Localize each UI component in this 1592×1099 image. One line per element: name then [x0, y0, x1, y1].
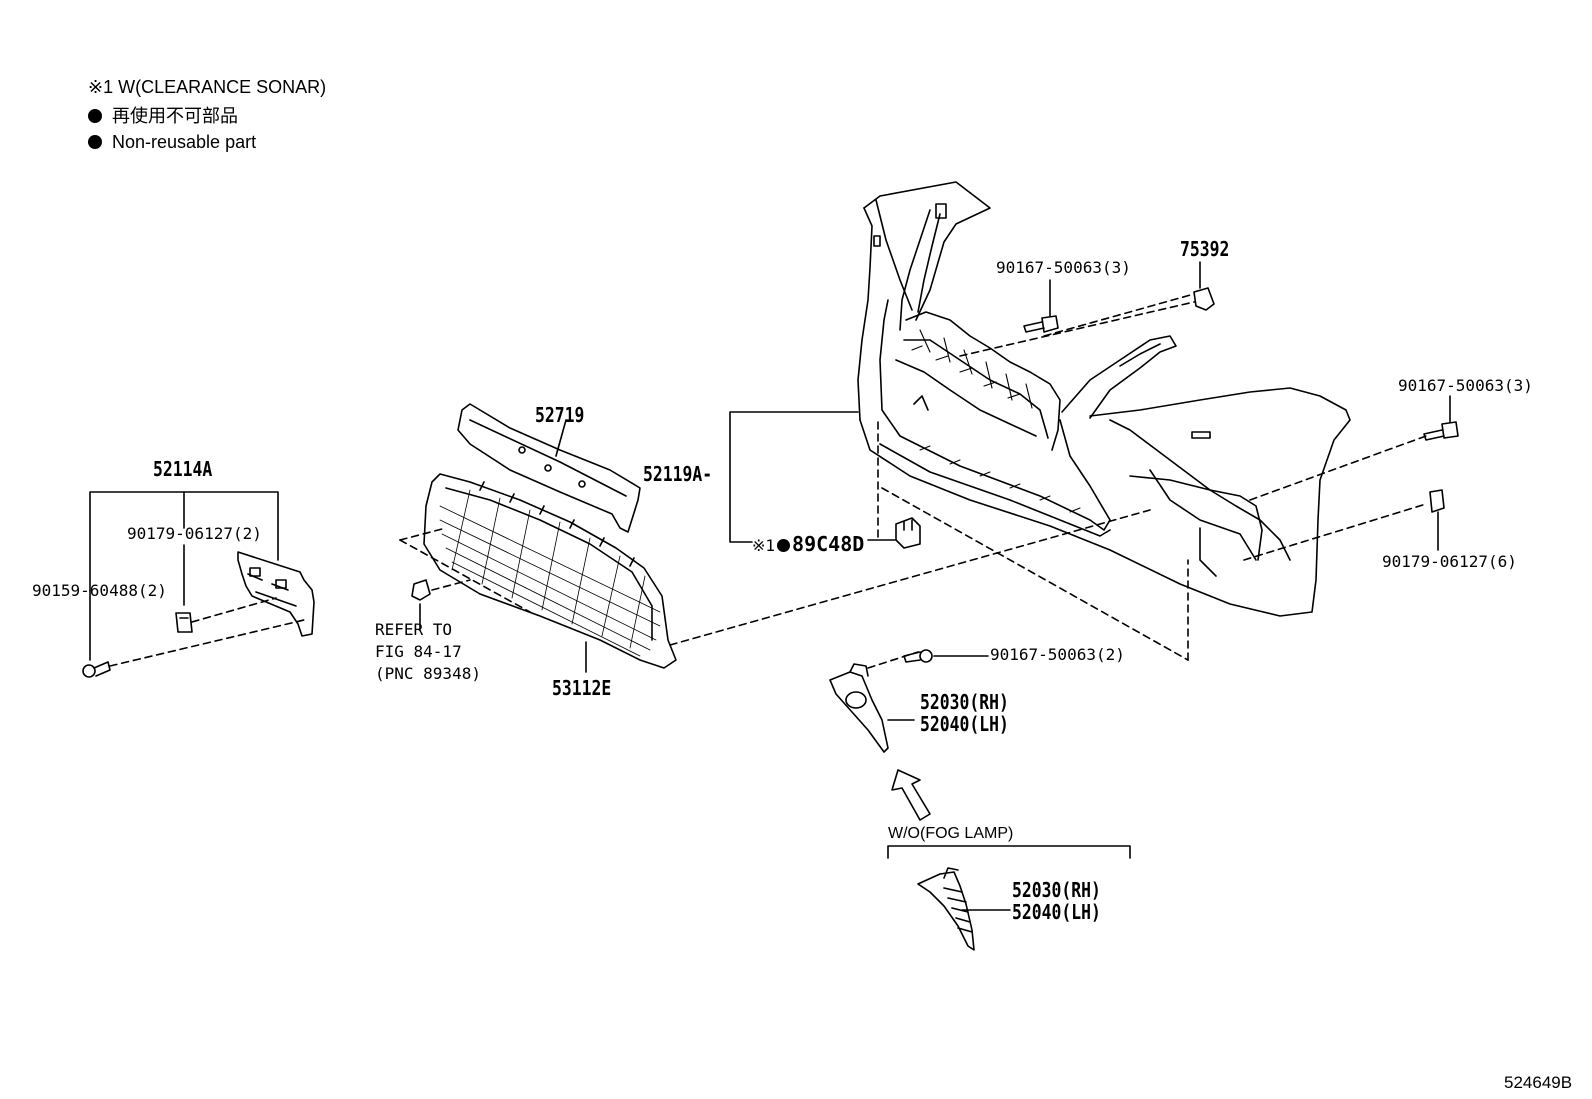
note-ref-1: ※1	[752, 536, 776, 555]
license-bracket-dashes	[109, 597, 305, 667]
grille-dashes	[399, 509, 1151, 646]
bolt-90159	[82, 661, 111, 678]
part-label-53112E[interactable]: 53112E	[552, 676, 612, 700]
part-label-52040-lh-fog[interactable]: 52040(LH)	[920, 712, 1009, 736]
upper-grille-molding	[457, 403, 641, 533]
screw-90167-right	[1423, 395, 1459, 441]
filled-dot-icon	[777, 539, 791, 552]
refer-note-line2: FIG 84-17	[375, 642, 462, 661]
part-label-52719[interactable]: 52719	[535, 403, 585, 427]
refer-note-line1: REFER TO	[375, 620, 453, 639]
part-label-89C48D-group[interactable]: ※1 89C48D	[752, 534, 864, 554]
part-label-52030-rh-fog[interactable]: 52030(RH)	[920, 690, 1009, 714]
part-label-52114A[interactable]: 52114A	[153, 457, 213, 481]
clip-90179-left	[175, 612, 193, 633]
license-plate-bracket	[237, 551, 315, 637]
legend-non-reusable-en: Non-reusable part	[88, 133, 256, 151]
part-label-52040-lh-wo-fog[interactable]: 52040(LH)	[1012, 900, 1101, 924]
clip-90179-right	[1429, 489, 1445, 551]
part-label-90167-50063-3-right[interactable]: 90167-50063(3)	[1398, 376, 1533, 395]
part-label-75392[interactable]: 75392	[1180, 237, 1230, 261]
part-label-89C48D: 89C48D	[792, 532, 865, 556]
wo-fog-bracket	[887, 845, 1131, 859]
screw-90167-bottom	[903, 649, 989, 663]
grille-clip-89348	[411, 579, 431, 631]
clip-75392	[1193, 261, 1215, 311]
wo-fog-lamp-label: W/O(FOG LAMP)	[888, 825, 1014, 842]
bumper-dashes	[867, 293, 1427, 669]
part-label-90167-50063-2[interactable]: 90167-50063(2)	[990, 645, 1125, 664]
part-label-52119A[interactable]: 52119A-	[643, 462, 713, 486]
refer-note-line3: (PNC 89348)	[375, 664, 481, 683]
legend-clearance-sonar: ※1 W(CLEARANCE SONAR)	[88, 77, 327, 97]
screw-90167-top	[1023, 279, 1059, 333]
bumper-leader	[729, 411, 859, 543]
part-label-90167-50063-3-top[interactable]: 90167-50063(3)	[996, 258, 1131, 277]
legend-non-reusable-jp: 再使用不可部品	[88, 107, 238, 125]
filled-dot-icon	[88, 109, 102, 123]
filled-dot-icon	[88, 135, 102, 149]
legend-jp-text: 再使用不可部品	[112, 106, 238, 126]
part-label-90159-60488-2[interactable]: 90159-60488(2)	[32, 581, 167, 600]
part-label-90179-06127-6[interactable]: 90179-06127(6)	[1382, 552, 1517, 571]
part-label-90179-06127-2[interactable]: 90179-06127(2)	[127, 524, 262, 543]
part-label-52030-rh-wo-fog[interactable]: 52030(RH)	[1012, 878, 1101, 902]
license-bracket-leader	[89, 491, 279, 661]
assembly-arrow	[891, 769, 931, 821]
front-bumper-cover	[857, 181, 1351, 617]
fog-lamp-garnish	[917, 867, 1011, 951]
fog-lamp-cover	[829, 663, 915, 753]
lower-grille	[423, 473, 677, 673]
figure-id: 524649B	[1504, 1073, 1573, 1092]
clearance-sonar-sensor	[867, 517, 921, 549]
legend-en-text: Non-reusable part	[112, 132, 257, 152]
